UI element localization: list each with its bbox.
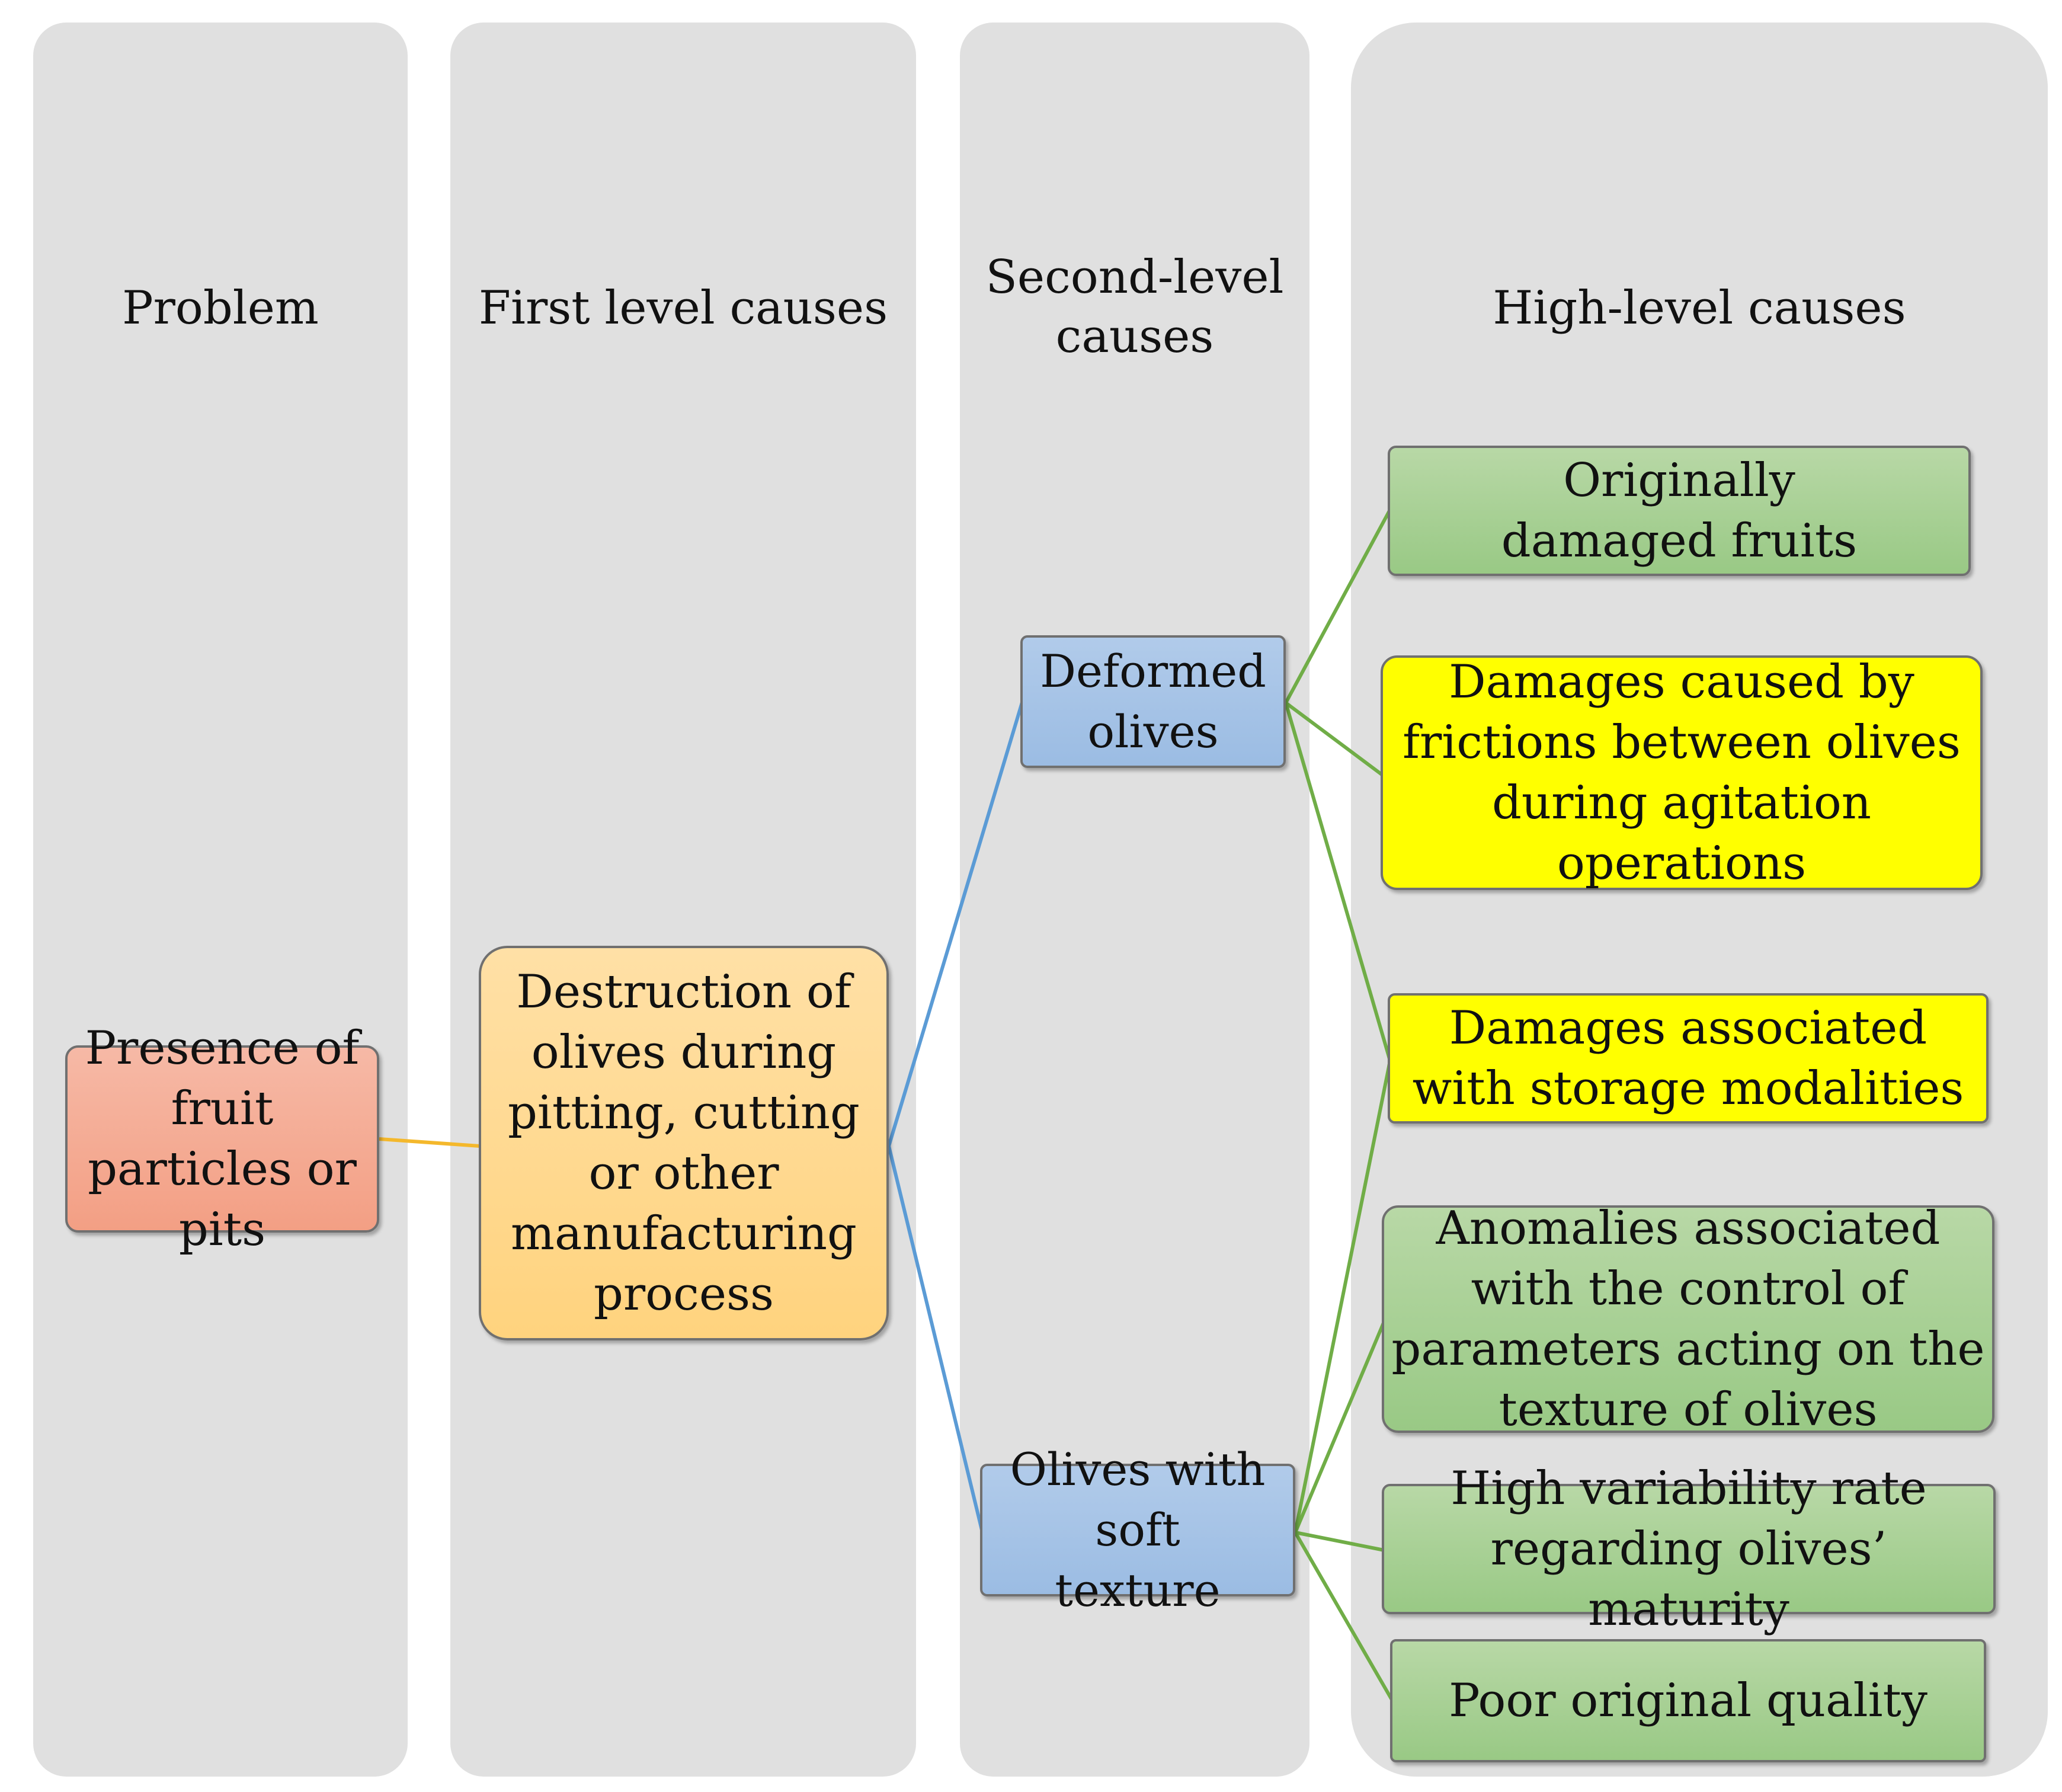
node-deformed-olives: Deformed olives	[1020, 635, 1286, 768]
node-soft-texture: Olives with soft texture	[980, 1443, 1295, 1617]
link-soft-h4	[1293, 1320, 1386, 1534]
node-high-storage: Damages associated with storage modaliti…	[1388, 993, 1989, 1124]
link-soft-h5	[1295, 1531, 1385, 1552]
link-deformed-h3	[1284, 702, 1392, 1061]
node-high-frictions: Damages caused by frictions between oliv…	[1381, 655, 1983, 890]
column-title-first-level: First level causes	[478, 281, 888, 335]
link-soft-h6	[1293, 1531, 1394, 1702]
node-high-poor-quality: Poor original quality	[1390, 1639, 1986, 1762]
link-deformed-h1	[1284, 508, 1392, 704]
node-high-anomalies: Anomalies associated with the control of…	[1382, 1202, 1994, 1436]
column-problem: Problem	[33, 23, 408, 1777]
link-deformed-h2	[1285, 701, 1385, 778]
link-first-soft	[887, 1145, 984, 1533]
column-first-level: First level causes	[450, 23, 916, 1777]
node-first-level-cause: Destruction of olives during pitting, cu…	[479, 946, 889, 1340]
node-high-variability: High variability rate regarding olives’ …	[1382, 1462, 1996, 1636]
node-problem: Presence of fruit particles or pits	[65, 1022, 379, 1256]
link-first-deformed	[887, 700, 1024, 1147]
link-soft-h3	[1293, 1060, 1392, 1533]
column-title-problem: Problem	[122, 281, 319, 335]
link-problem-first	[379, 1137, 481, 1148]
column-title-second-level: Second-level causes	[985, 251, 1284, 363]
column-title-high-level: High-level causes	[1493, 281, 1906, 335]
node-high-originally-damaged: Originally damaged fruits	[1388, 446, 1971, 576]
